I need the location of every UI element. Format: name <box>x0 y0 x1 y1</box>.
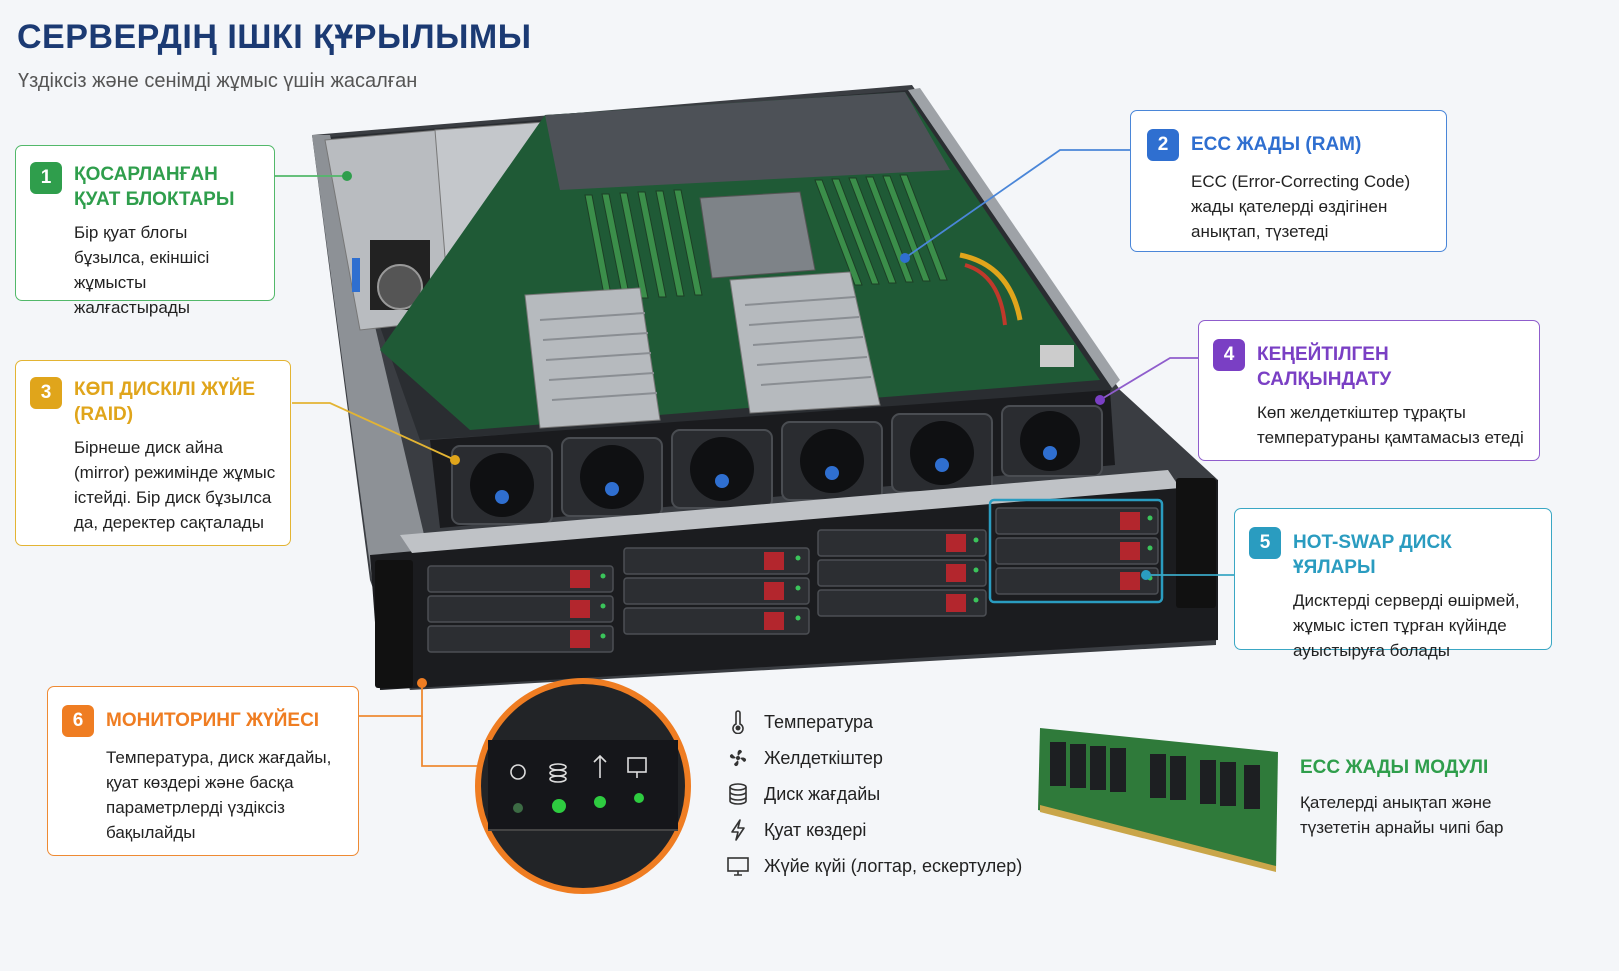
monitoring-panel-zoom <box>475 678 691 894</box>
disk-icon <box>724 780 752 808</box>
callout-title: МОНИТОРИНГ ЖҮЙЕСІ <box>106 710 320 731</box>
callout-number-badge: 6 <box>62 705 94 737</box>
motherboard <box>380 92 1100 430</box>
callout-description: ECC (Error-Correcting Code) жады қателер… <box>1191 172 1411 241</box>
ecc-memory-module <box>1038 728 1278 872</box>
monitoring-label: Желдеткіштер <box>764 747 883 768</box>
lightning-icon <box>724 816 752 844</box>
list-item: Қуат көздері <box>724 812 1022 848</box>
fan-wall <box>430 390 1115 528</box>
callout-number-badge: 3 <box>30 377 62 409</box>
callout-title: КӨП ДИСКІЛІ ЖҮЙЕ (RAID) <box>74 379 256 425</box>
callout-title: КЕҢЕЙТІЛГЕН САЛҚЫНДАТУ <box>1257 344 1392 390</box>
callout-title: ҚОСАРЛАНҒАН ҚУАТ БЛОКТАРЫ <box>74 164 235 210</box>
monitoring-list: Температура Желдеткіштер Диск жағдайы Қу… <box>724 704 1022 884</box>
monitor-icon <box>724 852 752 880</box>
ecc-module-title: ECC ЖАДЫ МОДУЛІ <box>1300 757 1489 778</box>
monitoring-label: Диск жағдайы <box>764 783 881 804</box>
page-subtitle: Үздіксіз және сенімді жұмыс үшін жасалға… <box>18 70 418 92</box>
list-item: Температура <box>724 704 1022 740</box>
callout-title: ECC ЖАДЫ (RAM) <box>1191 134 1362 155</box>
callout-description: Дисктерді серверді өшірмей, жұмыс істеп … <box>1293 591 1520 660</box>
callout-description: Температура, диск жағдайы, қуат көздері … <box>106 748 332 842</box>
list-item: Жүйе күйі (логтар, ескертулер) <box>724 848 1022 884</box>
callout-ecc-ram: 2 ECC ЖАДЫ (RAM) ECC (Error-Correcting C… <box>1130 110 1447 252</box>
callout-description: Бірнеше диск айна (mirror) режимінде жұм… <box>74 438 276 532</box>
monitoring-label: Температура <box>764 711 874 732</box>
callout-description: Бір қуат блогы бұзылса, екіншісі жұмысты… <box>74 223 210 317</box>
list-item: Желдеткіштер <box>724 740 1022 776</box>
callout-number-badge: 2 <box>1147 129 1179 161</box>
thermometer-icon <box>724 708 752 736</box>
callout-number-badge: 1 <box>30 162 62 194</box>
callout-number-badge: 5 <box>1249 527 1281 559</box>
monitoring-label: Жүйе күйі (логтар, ескертулер) <box>764 855 1023 876</box>
callout-monitoring: 6 МОНИТОРИНГ ЖҮЙЕСІ Температура, диск жа… <box>47 686 359 856</box>
fan-icon <box>724 744 752 772</box>
front-drive-panel <box>370 470 1218 690</box>
ecc-module-description: Қателерді анықтап және түзететін арнайы … <box>1300 793 1504 837</box>
callout-raid: 3 КӨП ДИСКІЛІ ЖҮЙЕ (RAID) Бірнеше диск а… <box>15 360 291 546</box>
monitoring-label: Қуат көздері <box>764 819 867 840</box>
callout-redundant-psu: 1 ҚОСАРЛАНҒАН ҚУАТ БЛОКТАРЫ Бір қуат бло… <box>15 145 275 317</box>
callout-description: Көп желдеткіштер тұрақты температураны қ… <box>1257 403 1524 447</box>
page-title: СЕРВЕРДІҢ ІШКІ ҚҰРЫЛЫМЫ <box>17 18 532 56</box>
callout-title: HOT-SWAP ДИСК ҰЯЛАРЫ <box>1293 532 1452 578</box>
callout-hot-swap: 5 HOT-SWAP ДИСК ҰЯЛАРЫ Дисктерді серверд… <box>1234 508 1552 660</box>
callout-cooling: 4 КЕҢЕЙТІЛГЕН САЛҚЫНДАТУ Көп желдеткіште… <box>1198 320 1540 461</box>
list-item: Диск жағдайы <box>724 776 1022 812</box>
callout-number-badge: 4 <box>1213 339 1245 371</box>
